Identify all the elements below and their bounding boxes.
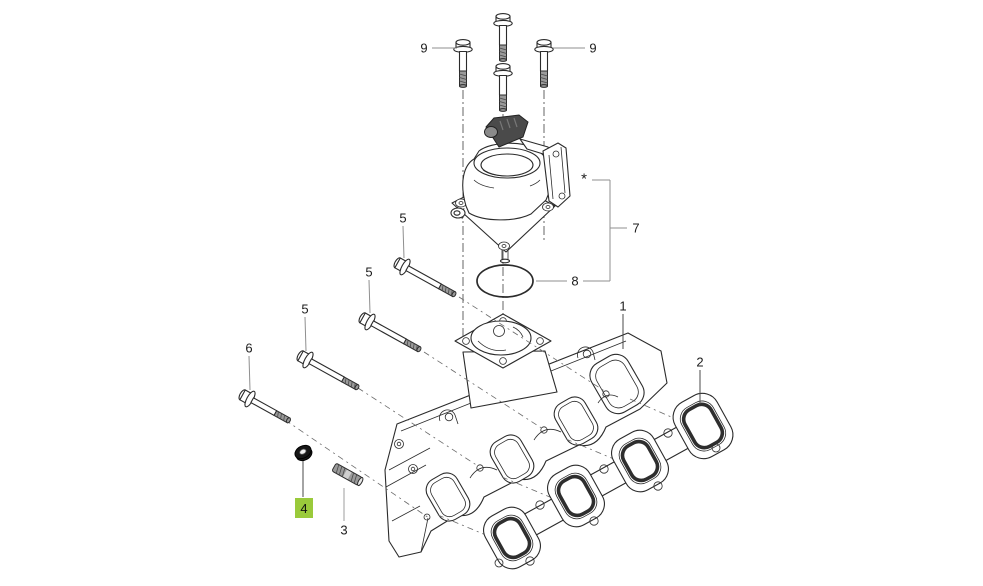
callout-part-3[interactable]: 3 — [340, 522, 348, 538]
callout-part-9-left[interactable]: 9 — [420, 40, 428, 56]
nut-4-drawing — [294, 444, 313, 462]
throttle-body-drawing — [450, 114, 571, 264]
callout-part-5c[interactable]: 5 — [301, 301, 309, 317]
o-ring-drawing — [476, 264, 534, 298]
callout-part-8[interactable]: 8 — [571, 273, 579, 289]
bolt-6-drawing — [235, 385, 295, 430]
callout-part-1[interactable]: 1 — [619, 298, 627, 314]
callout-part-5b[interactable]: 5 — [365, 264, 373, 280]
intake-manifold-drawing — [384, 313, 668, 558]
callout-part-2[interactable]: 2 — [696, 354, 704, 370]
callout-part-4-highlighted[interactable]: 4 — [295, 498, 313, 518]
callout-part-9-right[interactable]: 9 — [589, 40, 597, 56]
callout-part-5a[interactable]: 5 — [399, 210, 407, 226]
gasket-drawing — [483, 392, 734, 570]
stud-3-drawing — [332, 463, 364, 487]
mounting-bolt-9-group — [453, 13, 554, 112]
leader-lines — [248, 47, 701, 521]
footnote-asterisk: * — [581, 170, 587, 188]
callout-part-7[interactable]: 7 — [632, 220, 640, 236]
flange-bolt-5-group — [293, 253, 461, 397]
callout-part-6[interactable]: 6 — [245, 340, 253, 356]
